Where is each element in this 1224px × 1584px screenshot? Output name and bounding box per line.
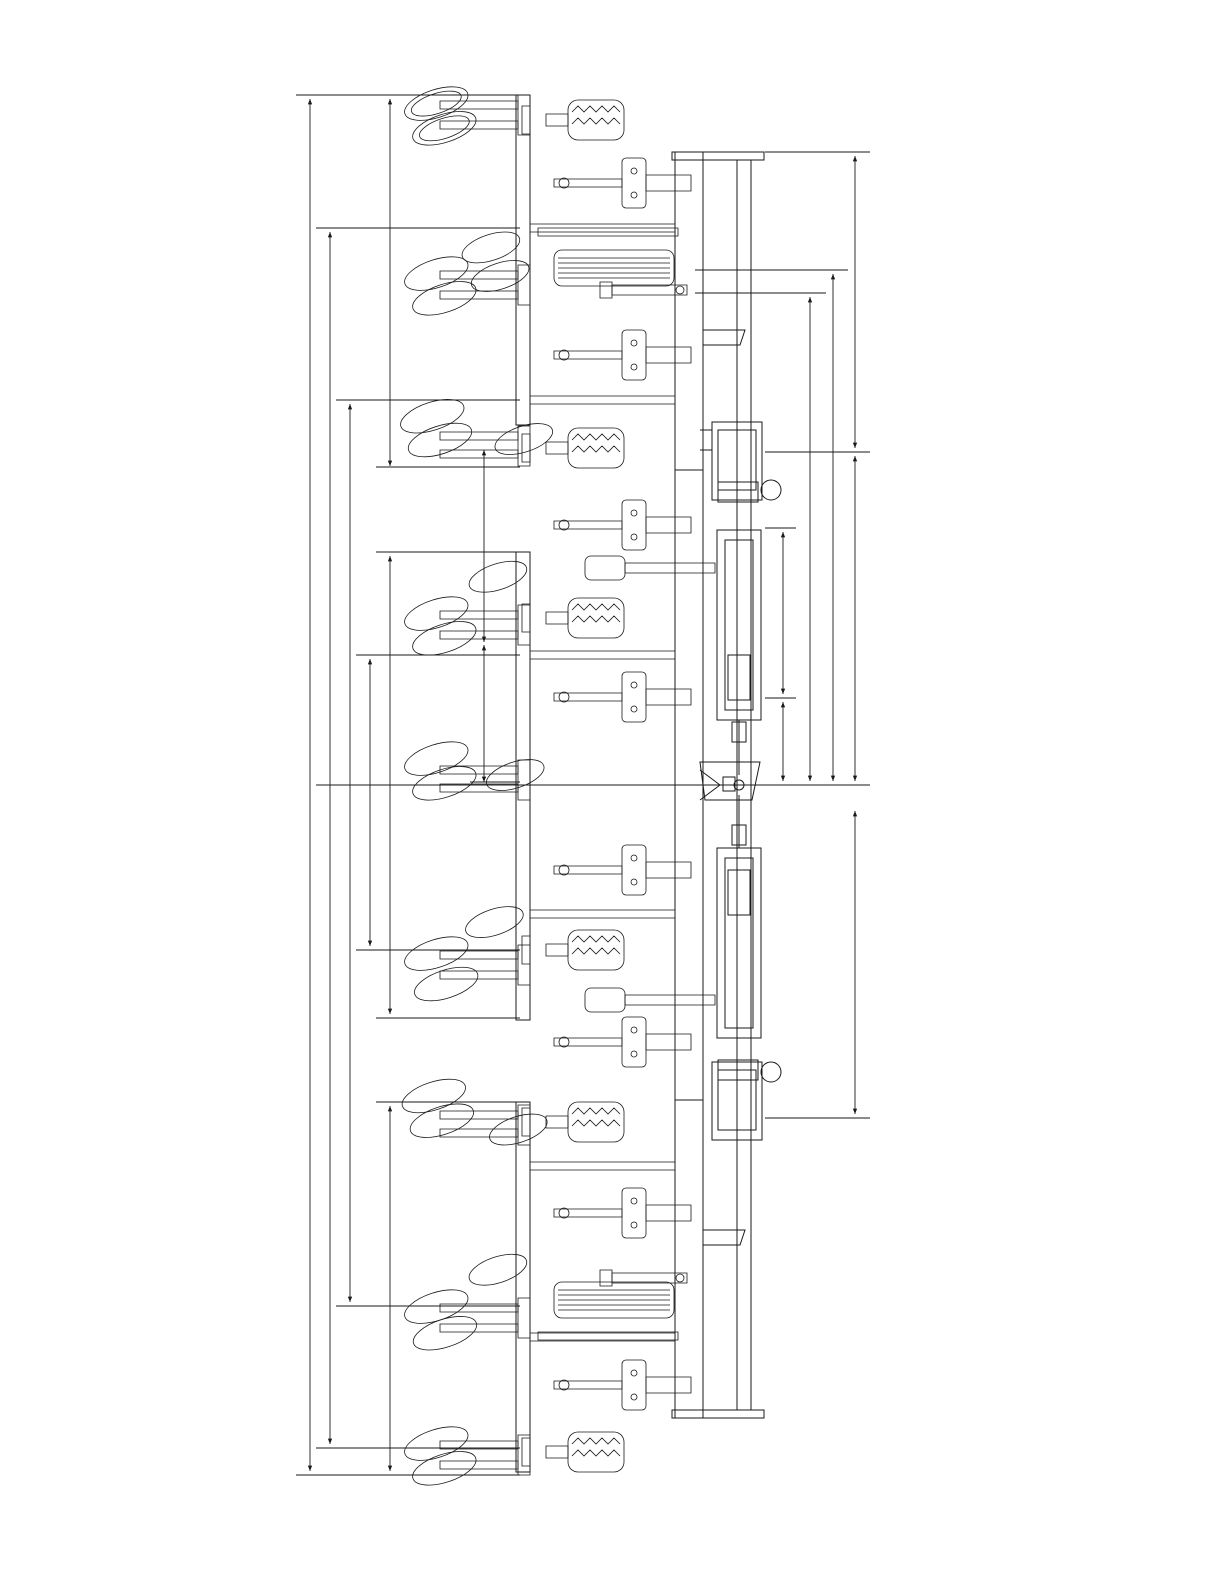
ripper-shanks bbox=[554, 158, 691, 1410]
disc-hiller bbox=[401, 735, 548, 807]
ripper-shank bbox=[554, 845, 691, 895]
disc-hiller bbox=[401, 1248, 531, 1357]
cross-arms bbox=[530, 224, 675, 1341]
gauge-tire bbox=[522, 930, 624, 970]
disc-hiller bbox=[401, 555, 531, 662]
hydraulic-cylinder-lower bbox=[717, 795, 761, 1038]
gauge-tire bbox=[522, 598, 624, 638]
row-gauge-tires bbox=[522, 100, 624, 1472]
gauge-tire bbox=[522, 1102, 624, 1142]
ripper-shank bbox=[554, 672, 691, 722]
disc-hillers bbox=[397, 80, 557, 1492]
ripper-shank bbox=[554, 1360, 691, 1410]
lift-arms bbox=[585, 282, 715, 1286]
ripper-shank bbox=[554, 1188, 691, 1238]
stabilizer-wheel bbox=[538, 228, 678, 286]
hydraulic-cylinder-upper bbox=[717, 530, 761, 775]
gauge-tire bbox=[522, 100, 624, 140]
ripper-shank bbox=[554, 158, 691, 208]
ripper-shank bbox=[554, 500, 691, 550]
disc-hiller bbox=[401, 900, 530, 1007]
stabilizer-wheels bbox=[538, 228, 678, 1340]
gauge-tire bbox=[522, 1432, 624, 1472]
stabilizer-wheel bbox=[538, 1282, 678, 1340]
disc-hiller bbox=[401, 226, 533, 322]
center-hitch-assembly bbox=[700, 422, 781, 1140]
disc-hiller bbox=[398, 1072, 551, 1151]
dimension-lines bbox=[296, 95, 870, 1475]
ripper-shank bbox=[554, 1017, 691, 1067]
disc-hiller bbox=[401, 1420, 530, 1492]
disc-hiller bbox=[401, 80, 530, 152]
ripper-shank bbox=[554, 330, 691, 380]
